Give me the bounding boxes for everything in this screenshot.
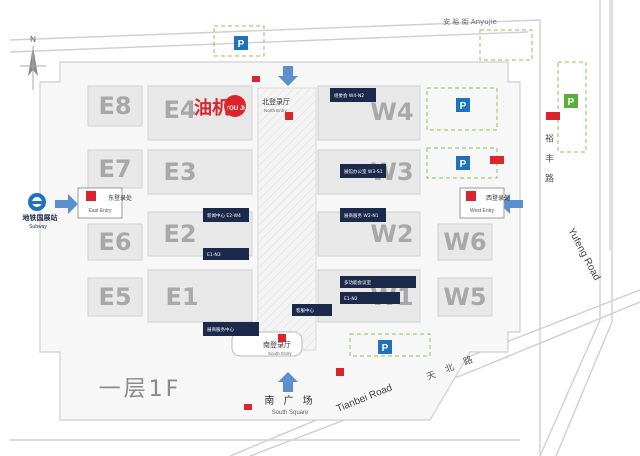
hall-label-W4: W4	[370, 98, 413, 126]
youji-logo: YOU JI 油机	[194, 95, 246, 119]
road-anyujie-label: 安 裕 街 Anyujie	[443, 17, 497, 26]
hall-E1[interactable]	[147, 269, 253, 323]
hall-W5[interactable]	[437, 277, 493, 317]
callout-box	[292, 304, 332, 316]
callout-box	[340, 164, 386, 178]
entry-arrows	[55, 66, 523, 392]
south-square-label: 南 广 场	[264, 394, 315, 407]
road-yufeng-label: 裕 丰 路	[543, 133, 554, 187]
west-entry-label-en: West Entry	[470, 208, 495, 214]
hall-label-E6: E6	[98, 228, 131, 256]
callout-text: 组委会 W4-N2	[334, 92, 364, 99]
floor-label: 一层1F	[99, 377, 182, 402]
south-entry-label-en: South Entry	[268, 351, 292, 356]
east-halls	[87, 85, 253, 323]
hall-label-E5: E5	[98, 283, 131, 311]
south-square: 南 广 场 South Square	[264, 394, 315, 416]
hall-E6[interactable]	[87, 223, 143, 261]
bus-icon	[244, 404, 252, 410]
parking-label: P	[382, 343, 389, 354]
callout-text: 多功能会议室	[344, 279, 371, 286]
south-entry[interactable]: 南登录厅 South Entry	[231, 331, 303, 357]
hall-E7[interactable]	[87, 149, 143, 189]
subway-label-en: Subway	[29, 224, 47, 230]
hall-label-E3: E3	[163, 158, 196, 186]
south-entry-label: 南登录厅	[263, 340, 291, 349]
hall-label-E7: E7	[98, 155, 131, 183]
hall-label-W6: W6	[443, 228, 486, 256]
north-entry-label: 北登录厅	[262, 97, 290, 106]
arrow-left-icon	[500, 194, 523, 214]
callout-text: 客服中心	[296, 307, 314, 314]
hall-label-W2: W2	[370, 220, 413, 248]
hall-label-E2: E2	[163, 220, 196, 248]
bus-icon	[546, 112, 560, 120]
callout-text: 展商服务 W2-N1	[344, 212, 379, 219]
hall-label-W5: W5	[443, 283, 486, 311]
callout-box	[340, 292, 400, 304]
parking-icon	[378, 340, 392, 354]
parking-signs: P P P P P	[234, 36, 578, 354]
north-arrow: N	[20, 35, 46, 90]
hall-label-E4: E4	[163, 96, 196, 124]
parking-icon	[456, 98, 470, 112]
arrow-up-icon	[278, 372, 298, 392]
subway-label: 地铁国展站	[23, 213, 58, 222]
callout-box	[203, 248, 249, 260]
callout-box	[203, 208, 249, 222]
north-entry[interactable]: 北登录厅 North Entry	[262, 97, 293, 120]
callout-text: E1-N2	[344, 296, 358, 302]
service-markers	[244, 76, 560, 410]
callout-notes: 组委会 W4-N2 展馆办公室 W3-S1 展商服务 W2-N1 新闻中心 E2…	[203, 88, 416, 336]
logo-text: 油机	[194, 97, 230, 119]
parking-label: P	[568, 97, 575, 108]
parking-label: P	[460, 101, 467, 112]
hall-W6[interactable]	[437, 223, 493, 261]
youji-logo-mark	[224, 95, 246, 117]
callout-text: 展商服务中心	[207, 326, 234, 333]
callout-box	[330, 88, 376, 102]
first-aid-icon	[336, 368, 344, 376]
north-entry-label-en: North Entry	[264, 108, 288, 113]
arrow-down-icon	[278, 66, 298, 86]
arrow-right-icon	[55, 194, 78, 214]
parking-icon	[234, 36, 248, 50]
callout-text: 展馆办公室 W3-S1	[344, 168, 383, 175]
hall-E3[interactable]	[147, 149, 253, 195]
logo-badge: YOU JI	[225, 106, 245, 112]
north-label: N	[30, 35, 36, 44]
hall-E5[interactable]	[87, 277, 143, 317]
callout-text: 新闻中心 E2-W4	[207, 212, 241, 219]
parking-label: P	[460, 159, 467, 170]
callout-box	[203, 322, 259, 336]
hall-label-E1: E1	[165, 283, 198, 311]
south-square-label-en: South Square	[272, 410, 309, 416]
east-entry-label: 东登录处	[108, 194, 132, 202]
bus-icon	[490, 156, 504, 164]
callout-box	[340, 276, 416, 288]
west-entry-label: 西登录处	[486, 194, 510, 202]
callout-box	[340, 208, 386, 222]
hall-E8[interactable]	[87, 85, 143, 127]
parking-label: P	[238, 39, 245, 50]
subway-station[interactable]: 地铁国展站 Subway	[23, 193, 58, 230]
east-entry-label-en: East Entry	[88, 208, 112, 214]
parking-icon	[564, 94, 578, 108]
west-entry[interactable]: 西登录处 West Entry	[459, 187, 510, 219]
hall-label-E8: E8	[98, 92, 131, 120]
bus-icon	[252, 76, 260, 82]
callout-text: E1-N3	[207, 252, 221, 258]
parking-icon	[456, 156, 470, 170]
east-entry[interactable]: 东登录处 East Entry	[77, 187, 132, 219]
road-network	[9, 0, 640, 456]
